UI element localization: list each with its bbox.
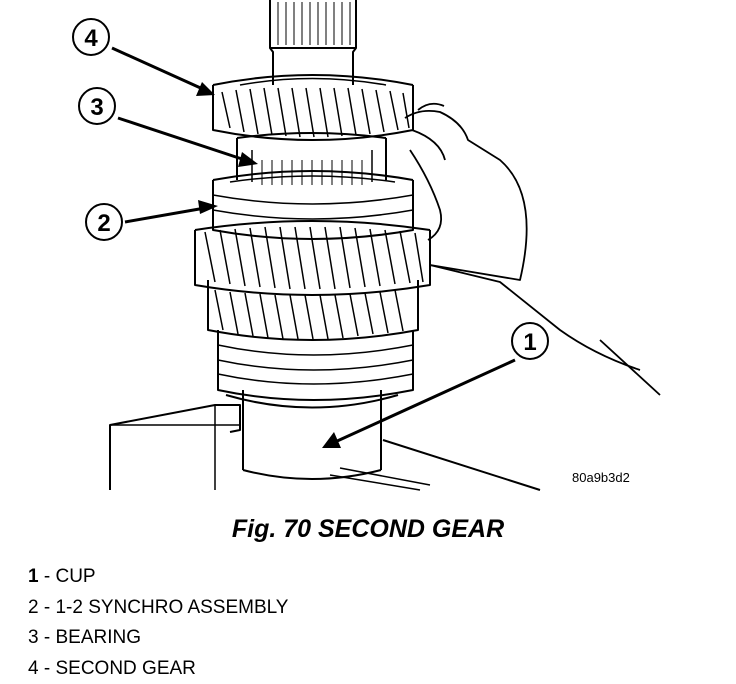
callout-3-leader bbox=[118, 118, 245, 160]
legend-label: CUP bbox=[55, 566, 95, 587]
arrowhead-2 bbox=[198, 200, 218, 214]
figure-reference-code: 80a9b3d2 bbox=[572, 470, 630, 485]
legend-label: BEARING bbox=[55, 627, 141, 648]
legend-item-1: 1 - CUP bbox=[28, 562, 288, 593]
callout-4-number: 4 bbox=[84, 25, 98, 52]
legend-item-3: 3 - BEARING bbox=[28, 623, 288, 654]
legend-label: SECOND GEAR bbox=[55, 658, 195, 679]
legend-separator: - bbox=[39, 658, 56, 679]
mainshaft bbox=[270, 0, 356, 85]
cup bbox=[226, 390, 398, 479]
legend-item-4: 4 - SECOND GEAR bbox=[28, 654, 288, 684]
second-gear-illustration: 4 3 2 1 bbox=[0, 0, 736, 500]
legend-label: 1-2 SYNCHRO ASSEMBLY bbox=[55, 597, 288, 618]
legend-item-2: 2 - 1-2 SYNCHRO ASSEMBLY bbox=[28, 593, 288, 624]
callout-2-number: 2 bbox=[97, 210, 110, 237]
legend-separator: - bbox=[39, 597, 56, 618]
callout-1-leader bbox=[335, 360, 515, 442]
lower-gear-stack bbox=[195, 221, 430, 400]
callout-3-number: 3 bbox=[90, 94, 103, 121]
callout-4-leader bbox=[112, 48, 205, 90]
helical-teeth bbox=[205, 227, 423, 339]
legend-separator: - bbox=[39, 566, 56, 587]
legend-number: 4 bbox=[28, 658, 39, 679]
callout-legend: 1 - CUP 2 - 1-2 SYNCHRO ASSEMBLY 3 - BEA… bbox=[28, 562, 288, 684]
legend-number: 3 bbox=[28, 627, 39, 648]
legend-number: 1 bbox=[28, 566, 39, 587]
callout-circles bbox=[73, 19, 548, 359]
legend-separator: - bbox=[39, 627, 56, 648]
callout-1-number: 1 bbox=[523, 329, 536, 356]
second-gear bbox=[213, 75, 413, 140]
synchro-assembly bbox=[213, 171, 413, 239]
legend-number: 2 bbox=[28, 597, 39, 618]
callout-2-leader bbox=[125, 208, 205, 222]
figure-caption: Fig. 70 SECOND GEAR bbox=[0, 515, 736, 544]
arrowhead-3 bbox=[238, 152, 258, 167]
